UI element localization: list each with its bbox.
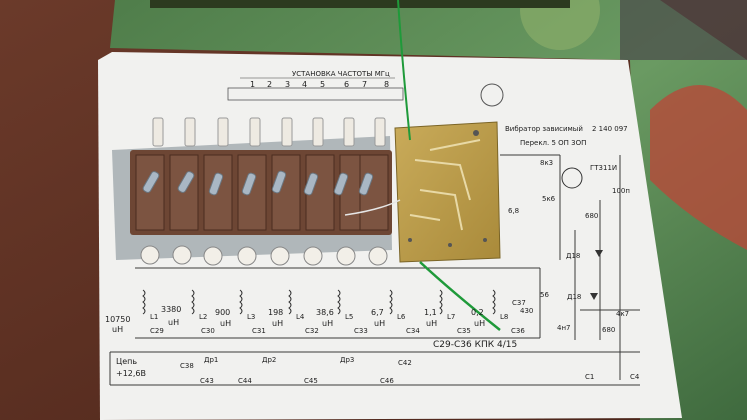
coil-unit: uH: [426, 319, 438, 328]
schematic-wires: [109, 154, 640, 386]
filter-label: Др2: [262, 356, 277, 364]
coil-value: 900: [215, 308, 231, 317]
pcb-board: [394, 121, 501, 263]
filter-label: С44: [238, 377, 252, 385]
res-680-label: 680: [602, 326, 616, 334]
coil-label: L6: [397, 313, 406, 321]
placemat-flower: [520, 0, 600, 50]
indicator-circle: [480, 83, 504, 107]
power-label: Цепь: [116, 357, 138, 366]
coil-unit: uH: [220, 319, 232, 328]
coil-label: L7: [447, 313, 456, 321]
tuning-cap-label: 6,8: [508, 207, 520, 215]
cap-label: C36: [511, 327, 525, 335]
band-number: 1: [250, 80, 256, 89]
coil-label: L2: [199, 313, 208, 321]
freq-header: УСТАНОВКА ЧАСТОТЫ МГц: [292, 70, 390, 78]
coil-value: 0,2: [471, 308, 484, 317]
green-wire-bottom: [419, 261, 501, 331]
filter-label: С38: [180, 362, 194, 370]
filter-label: С46: [380, 377, 394, 385]
filter-label: С4: [630, 373, 640, 381]
coil-value: 1,1: [424, 308, 437, 317]
placemat-corner: [620, 0, 747, 60]
band-number: 6: [344, 80, 350, 89]
diode-2: [590, 293, 598, 300]
cap-right-3: 56: [540, 291, 549, 299]
filter-label: Др3: [340, 356, 355, 364]
filter-label: С45: [304, 377, 318, 385]
band-number: 2: [267, 80, 273, 89]
paper-edge-top: [150, 0, 570, 8]
coil-value: 198: [268, 308, 284, 317]
filter-label: С42: [398, 359, 412, 367]
note-right-code: 2 140 097: [592, 125, 628, 133]
res-4k7-label: 4к7: [616, 310, 630, 318]
coil-value: 6,7: [371, 308, 384, 317]
pcb-holes: [408, 130, 487, 247]
placemat-teapot: [650, 85, 747, 250]
res-a-label: 8к3: [540, 159, 554, 167]
green-wire-top: [397, 0, 411, 141]
coil-unit: uH: [168, 318, 180, 327]
band-number: 8: [384, 80, 390, 89]
footnote: С29-С36 КПК 4/15: [433, 340, 518, 350]
cap-label: C34: [406, 327, 420, 335]
filter-label: Др1: [204, 356, 219, 364]
coil-label: L8: [500, 313, 509, 321]
coil-label: L4: [296, 313, 305, 321]
coil-unit: uH: [272, 319, 284, 328]
transistor-symbol: [561, 167, 583, 189]
resistors: [142, 170, 374, 196]
band-number: 4: [302, 80, 308, 89]
coil-label: L3: [247, 313, 256, 321]
diode-2-label: Д18: [567, 293, 582, 301]
cap-4n7-label: 4н7: [557, 324, 571, 332]
cap-label: C30: [201, 327, 215, 335]
cap-right-1: C37: [512, 299, 526, 307]
cap-label: C33: [354, 327, 368, 335]
cap-label: C29: [150, 327, 164, 335]
res-b-label: 5к6: [542, 195, 556, 203]
coil-unit: uH: [112, 325, 124, 334]
cap-label: C35: [457, 327, 471, 335]
band-number: 3: [285, 80, 291, 89]
diode-1-label: Д18: [566, 252, 581, 260]
pcb-traces: [409, 139, 481, 231]
note-right-sub: Перекл. 5 ОП 3ОП: [520, 139, 587, 147]
trimmer-caps: [140, 245, 388, 266]
coil-value: 3380: [161, 305, 182, 314]
coil-label: L5: [345, 313, 354, 321]
filter-label: С43: [200, 377, 214, 385]
coil-unit: uH: [374, 319, 386, 328]
cap-label: C31: [252, 327, 266, 335]
band-number: 7: [362, 80, 368, 89]
band-number: 5: [320, 80, 326, 89]
transistor-label: ГТ311И: [590, 164, 618, 172]
coil-unit: uH: [322, 319, 334, 328]
cap-a-label: 100п: [612, 187, 630, 195]
power-value: +12,6В: [116, 369, 147, 378]
cap-right-2: 430: [520, 307, 534, 315]
filter-label: С1: [585, 373, 595, 381]
coil-row: [142, 289, 496, 315]
res-c-label: 680: [585, 212, 599, 220]
coil-label: L1: [150, 313, 159, 321]
note-right: Вибратор зависимый: [505, 125, 583, 133]
cap-label: C32: [305, 327, 319, 335]
coil-value: 10750: [105, 315, 131, 324]
switch-sections: [135, 154, 389, 231]
coil-unit: uH: [474, 319, 486, 328]
freq-bar: [227, 87, 404, 101]
coil-value: 38,6: [316, 308, 334, 317]
push-buttons: [152, 117, 386, 147]
white-wire: [344, 199, 401, 216]
diode-1: [595, 250, 603, 257]
